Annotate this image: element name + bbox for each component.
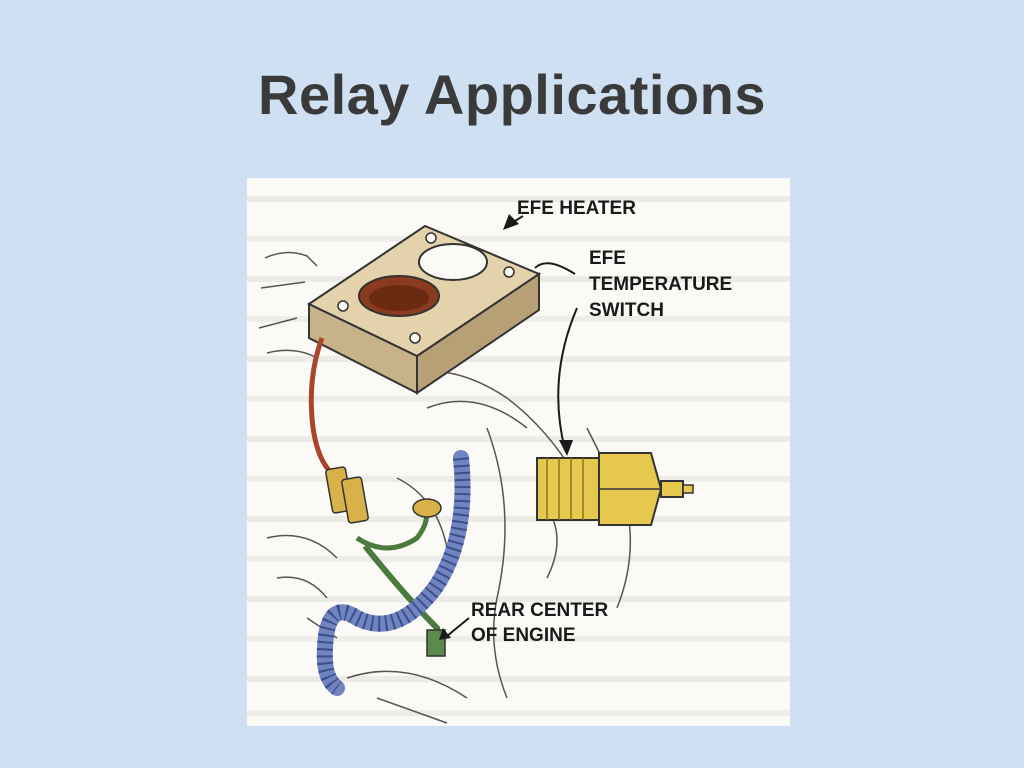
switch-arrow — [559, 440, 573, 456]
efe-heater-diagram: EFE HEATER EFE TEMPERATURE SWITCH REAR C… — [247, 178, 790, 726]
red-wire — [308, 337, 341, 481]
efe-heater-label: EFE HEATER — [517, 198, 636, 219]
wire-connector — [325, 466, 369, 524]
green-wire-lower — [362, 544, 440, 648]
heater-arrow — [503, 214, 519, 230]
slide-title: Relay Applications — [258, 63, 766, 126]
rear-center-label-line1: REAR CENTER — [471, 600, 609, 621]
efe-temp-label-line1: EFE — [589, 248, 626, 269]
efe-temp-label-line2: TEMPERATURE — [589, 274, 732, 295]
efe-temperature-switch — [536, 452, 694, 526]
blue-loom-ribs — [316, 457, 471, 695]
rear-center-label-line2: OF ENGINE — [471, 625, 576, 646]
efe-heater-block — [306, 224, 542, 395]
engine-outline — [258, 251, 632, 724]
rear-arrow — [439, 628, 451, 640]
efe-temp-label-line3: SWITCH — [589, 300, 664, 321]
leader-lines — [439, 214, 578, 640]
sensor-plug — [412, 498, 442, 518]
diagram-svg: EFE HEATER EFE TEMPERATURE SWITCH REAR C… — [247, 196, 790, 724]
